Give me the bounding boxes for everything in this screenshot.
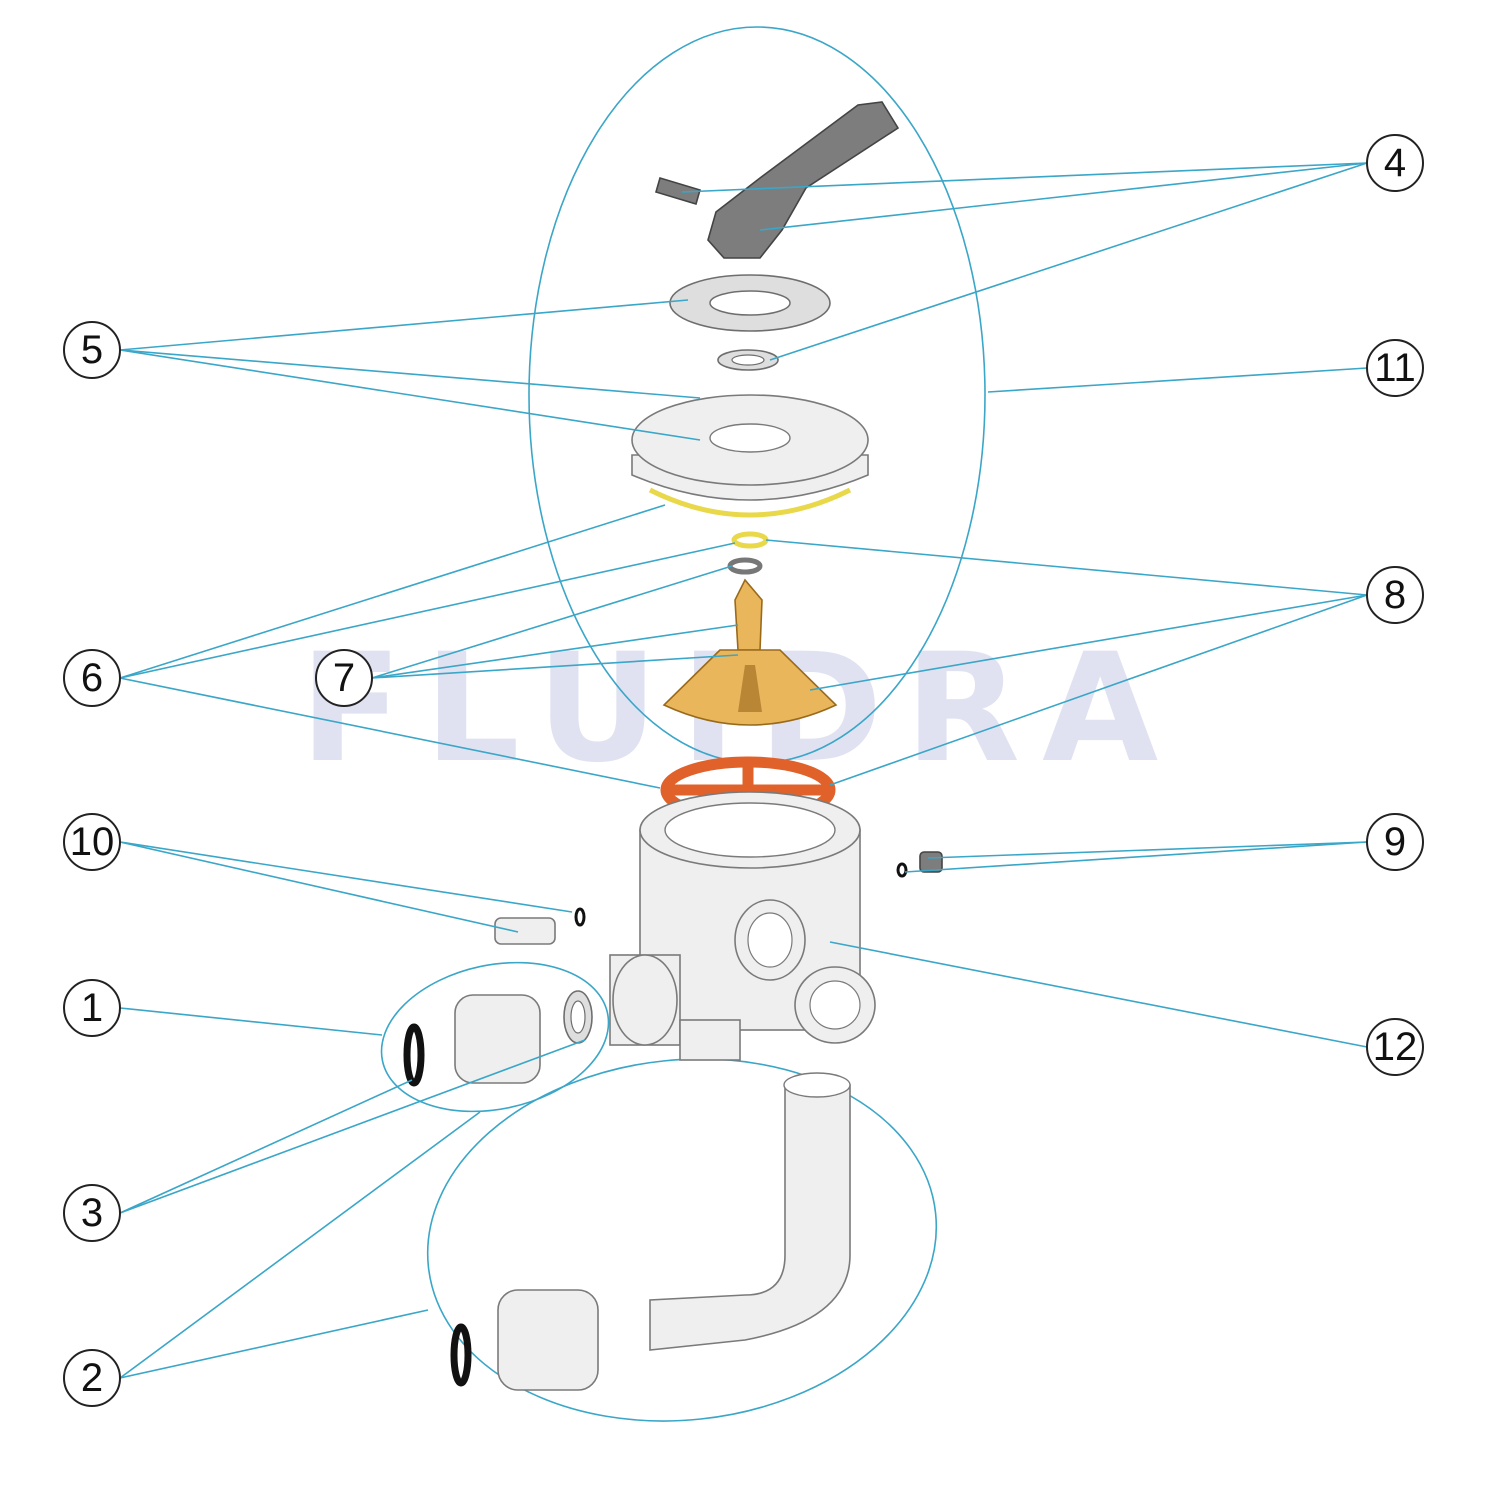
callout-12-label: 12 <box>1373 1025 1418 1069</box>
callout-1-label: 1 <box>81 986 103 1030</box>
callout-8-label: 8 <box>1384 573 1406 617</box>
lower-o-ring <box>450 1323 472 1387</box>
valve-rotor <box>662 578 838 726</box>
callout-6-label: 6 <box>81 656 103 700</box>
drain-plug <box>919 851 943 873</box>
callout-8: 8 <box>1366 566 1424 624</box>
callout-2: 2 <box>63 1349 121 1407</box>
o-ring-small-yellow <box>731 531 769 549</box>
callout-10-label: 10 <box>70 820 115 864</box>
handle-part <box>655 101 900 259</box>
callout-5-label: 5 <box>81 328 103 372</box>
valve-body <box>609 791 876 1061</box>
callout-11: 11 <box>1366 339 1424 397</box>
pressure-fitting <box>494 917 556 945</box>
lower-union-connector <box>497 1289 599 1391</box>
valve-cover <box>631 394 869 518</box>
union-connector <box>454 994 541 1084</box>
callout-3-label: 3 <box>81 1191 103 1235</box>
callout-7: 7 <box>315 649 373 707</box>
callout-4: 4 <box>1366 134 1424 192</box>
fitting-o-ring <box>574 907 586 927</box>
callout-6: 6 <box>63 649 121 707</box>
union-o-ring <box>403 1023 425 1087</box>
callout-10: 10 <box>63 813 121 871</box>
callout-4-label: 4 <box>1384 141 1406 185</box>
callout-2-label: 2 <box>81 1356 103 1400</box>
callout-5: 5 <box>63 321 121 379</box>
callout-9-label: 9 <box>1384 820 1406 864</box>
elbow-pipe <box>649 1084 851 1351</box>
callout-7-label: 7 <box>333 656 355 700</box>
o-ring-small-grey <box>727 557 763 575</box>
callout-12: 12 <box>1366 1018 1424 1076</box>
callout-9: 9 <box>1366 813 1424 871</box>
group-ellipse-2 <box>426 1058 938 1422</box>
group-ellipse-1 <box>380 961 610 1113</box>
leader-lines <box>119 162 1368 1379</box>
callout-3: 3 <box>63 1184 121 1242</box>
callout-1: 1 <box>63 979 121 1037</box>
callout-11-label: 11 <box>1374 346 1416 390</box>
plug-o-ring <box>896 862 908 878</box>
